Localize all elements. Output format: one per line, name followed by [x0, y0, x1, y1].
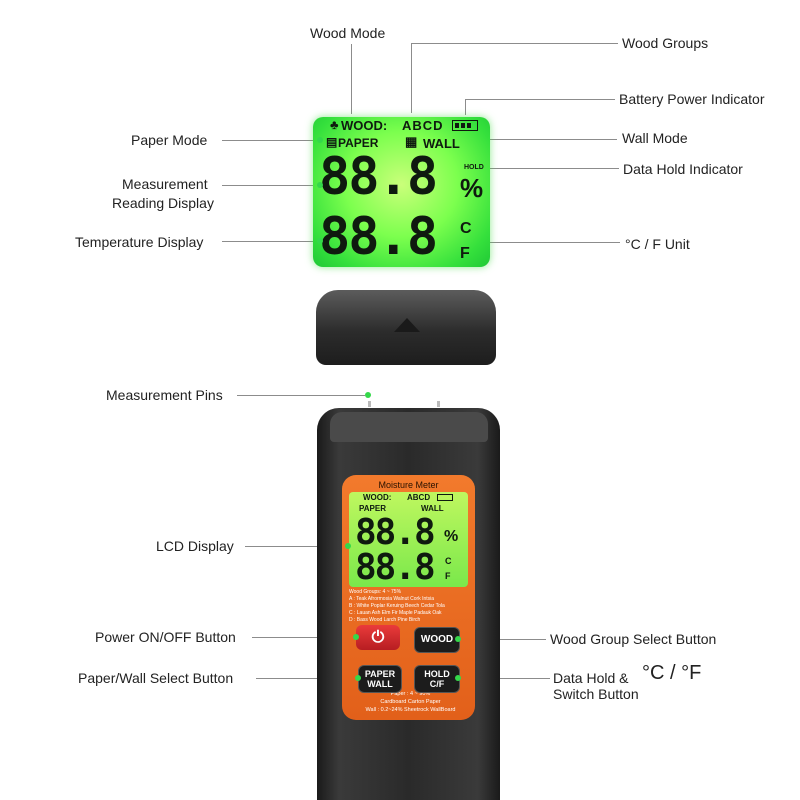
- lcd-display-label: LCD Display: [156, 538, 234, 554]
- wood-tree-icon: ♣: [330, 117, 339, 132]
- lcd-groups-text: ABCD: [402, 118, 444, 133]
- lcd-temperature-digits: 88.8: [319, 207, 438, 267]
- wood-mode-label: Wood Mode: [310, 25, 386, 41]
- small-fahrenheit: F: [445, 571, 451, 581]
- data-hold-indicator-label: Data Hold Indicator: [623, 161, 743, 177]
- small-battery-icon: [437, 494, 453, 501]
- small-groups-text: ABCD: [407, 493, 431, 502]
- lcd-celsius: C: [460, 220, 472, 237]
- hold-button-label: HOLD: [424, 669, 450, 679]
- small-wall-text: WALL: [421, 504, 444, 513]
- paper-types: Cardboard Carton Paper: [380, 699, 441, 705]
- wood-group-legend: Wood Groups: 4 ~ 75% A : Teak Afrormosia…: [349, 589, 471, 624]
- battery-leader-h: [465, 99, 615, 100]
- wood-groups-leader-v: [411, 43, 412, 113]
- lcd-paper-text: PAPER: [338, 136, 379, 150]
- paper-range: Paper : 4 ~ 90%: [390, 691, 431, 697]
- wood-group-d: D : Bass Wood Larch Pine Birch: [349, 617, 421, 623]
- temperature-dot: [317, 238, 323, 244]
- measurement-reading-label-2: Reading Display: [112, 195, 214, 211]
- wall-mode-label: Wall Mode: [622, 130, 688, 146]
- wood-group-a: A : Teak Afrormosia Walnut Cork Intsia: [349, 596, 435, 602]
- battery-icon: [452, 120, 478, 131]
- hold-cf-button[interactable]: HOLD C/F: [414, 665, 460, 693]
- device-lcd: WOOD: ABCD PAPER WALL 88.8 % 88.8 C F: [349, 492, 468, 588]
- cf-button-label: C/F: [429, 679, 445, 689]
- small-percent: %: [444, 528, 459, 545]
- paper-wall-leader: [256, 678, 358, 679]
- small-temperature-digits: 88.8: [355, 547, 436, 588]
- data-hold-leader: [487, 168, 619, 169]
- hold-dot: [455, 675, 461, 681]
- temperature-display-label: Temperature Display: [75, 234, 204, 250]
- battery-label: Battery Power Indicator: [619, 91, 765, 107]
- measurement-dot: [317, 182, 323, 188]
- measurement-leader: [222, 185, 322, 186]
- wall-range: Wall : 0.2~24% Sheetrock WallBoard: [365, 707, 456, 713]
- wood-button[interactable]: WOOD: [414, 627, 460, 653]
- measurement-pin-left: [368, 401, 371, 407]
- cap-arrow-icon: [394, 318, 420, 332]
- small-wood-text: WOOD:: [363, 493, 392, 502]
- lcd-display-leader: [245, 546, 347, 547]
- lcd-wall-text: WALL: [423, 136, 460, 151]
- data-hold-switch-unit: °C / °F: [642, 662, 702, 684]
- wood-group-b: B : White Poplar Keruing Beech Cedar Tol…: [349, 603, 445, 609]
- pins-leader: [237, 395, 365, 396]
- wood-mode-leader: [351, 44, 352, 114]
- power-button-label: Power ON/OFF Button: [95, 629, 236, 645]
- power-icon: ⏻: [371, 628, 385, 646]
- paper-mode-leader: [222, 140, 322, 141]
- wood-groups-label: Wood Groups: [622, 35, 709, 51]
- protective-cap: [316, 290, 496, 365]
- wall-button-label: WALL: [367, 679, 393, 689]
- wood-groups-title: Wood Groups: 4 ~ 75%: [349, 589, 402, 595]
- small-celsius: C: [445, 556, 452, 566]
- measurement-pin: [365, 392, 371, 398]
- wood-button-dot: [455, 636, 461, 642]
- unit-label: °C / F Unit: [625, 236, 690, 252]
- battery-leader-v: [465, 99, 466, 115]
- power-button[interactable]: ⏻: [356, 625, 400, 650]
- measurement-reading-label-1: Measurement: [122, 176, 208, 192]
- paper-wall-legend: Paper : 4 ~ 90% Cardboard Carton Paper W…: [348, 690, 473, 714]
- data-hold-switch-label-1: Data Hold &: [553, 670, 629, 686]
- paper-button-label: PAPER: [364, 669, 396, 679]
- measurement-pin-right: [437, 401, 440, 407]
- lcd-percent: %: [460, 173, 484, 203]
- wood-group-leader: [458, 639, 546, 640]
- paper-icon: ▤: [326, 135, 338, 149]
- lcd-reading-digits: 88.8: [319, 147, 438, 207]
- data-hold-switch-label-2: Switch Button: [553, 686, 639, 702]
- wall-mode-leader: [462, 139, 617, 140]
- paper-wall-select-label: Paper/Wall Select Button: [78, 670, 234, 686]
- paper-wall-dot: [355, 675, 361, 681]
- lcd-wood-text: WOOD:: [341, 118, 388, 133]
- paper-mode-label: Paper Mode: [131, 132, 208, 148]
- power-dot: [353, 634, 359, 640]
- device-title: Moisture Meter: [378, 480, 439, 490]
- lcd-closeup: ♣ WOOD: ABCD ▤ PAPER ▦ WALL HOLD 88.8 % …: [313, 117, 490, 267]
- wood-groups-leader-h: [411, 43, 618, 44]
- paper-mode-dot: [317, 137, 323, 143]
- lcd-fahrenheit: F: [460, 245, 470, 262]
- paper-wall-button[interactable]: PAPER WALL: [358, 665, 402, 693]
- small-reading-digits: 88.8: [355, 512, 436, 553]
- lcd-display-dot: [345, 543, 351, 549]
- wall-brick-icon: ▦: [405, 134, 418, 149]
- power-leader: [252, 637, 356, 638]
- temperature-leader: [222, 241, 322, 242]
- hold-leader: [458, 678, 550, 679]
- small-paper-text: PAPER: [359, 504, 386, 513]
- lcd-hold-text: HOLD: [464, 164, 484, 171]
- device-top-strip: [330, 412, 488, 442]
- wood-group-select-label: Wood Group Select Button: [550, 631, 717, 647]
- measurement-pins-label: Measurement Pins: [106, 387, 223, 403]
- wood-group-c: C : Lauan Ash Elm Fir Maple Padauk Oak: [349, 610, 442, 616]
- wood-button-label: WOOD: [420, 634, 454, 645]
- unit-leader: [483, 242, 620, 243]
